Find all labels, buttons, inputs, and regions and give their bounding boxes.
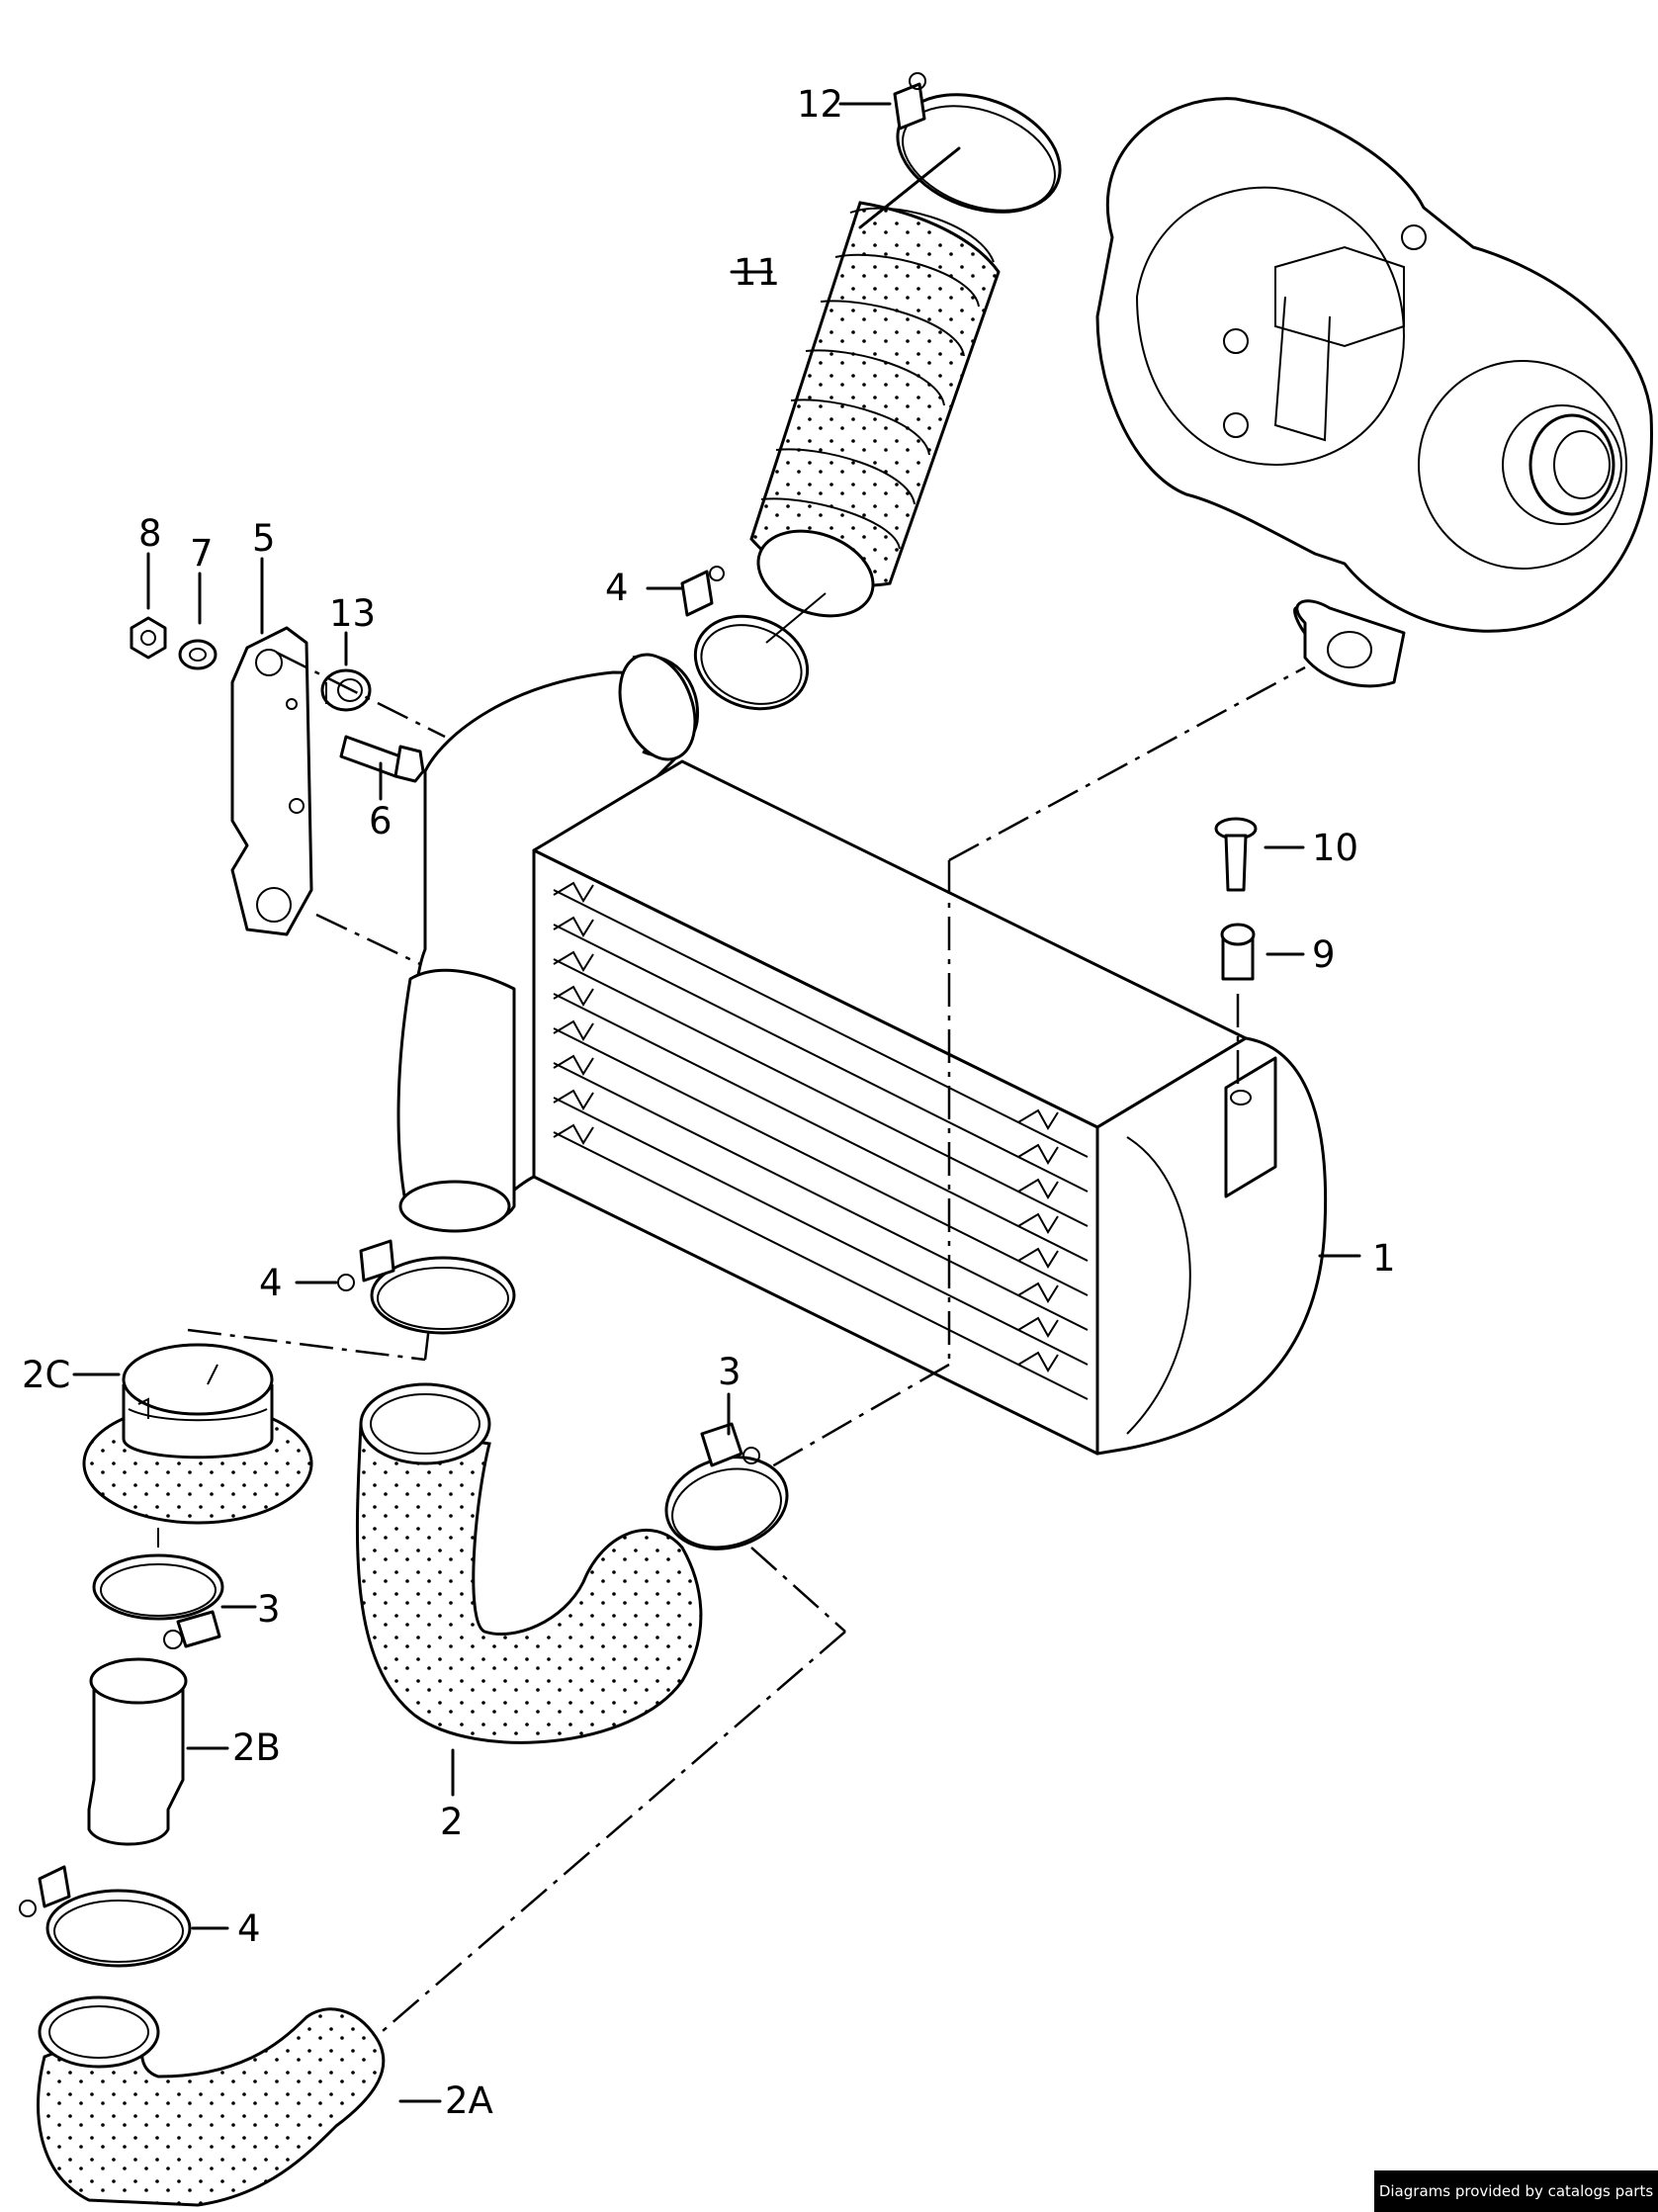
- part-4-clamp-lower: [19, 1865, 229, 1968]
- part-4-clamp-top: [646, 566, 827, 711]
- callout-1: 1: [1372, 1237, 1396, 1280]
- part-12-clamp: [838, 72, 1062, 214]
- assembly-lines: [187, 665, 1306, 2038]
- callout-11: 11: [734, 251, 780, 294]
- leaders-small-parts: [146, 552, 446, 966]
- part-2-hose: [355, 1382, 703, 1797]
- turbocharger: [1095, 97, 1653, 688]
- part-11-flex-hose: [730, 146, 1001, 618]
- part-2b-sleeve: [87, 1657, 229, 1846]
- part-1-intercooler: [396, 653, 1361, 1456]
- callout-13: 13: [329, 592, 376, 635]
- part-10-bolt: [1214, 817, 1305, 892]
- callout-3-left: 3: [257, 1588, 281, 1631]
- callout-7: 7: [190, 532, 214, 575]
- part-6-bolt: [339, 735, 425, 783]
- callout-2a: 2A: [445, 2079, 493, 2122]
- callout-4-top: 4: [605, 567, 629, 609]
- part-2c-resonator: [72, 1343, 313, 1548]
- callout-2c: 2C: [22, 1354, 70, 1396]
- part-3-clamp-left: [92, 1553, 257, 1649]
- part-2a-hose: [37, 1995, 442, 2207]
- part-5-bracket: [230, 626, 313, 936]
- callout-labels: 1 2 2A 2B 2C 3 3 4 4 4 5 6 7 8 9 10 11 1…: [22, 83, 1396, 2122]
- part-13-grommet: [320, 668, 372, 712]
- callout-12: 12: [797, 83, 843, 126]
- callout-4-middle: 4: [259, 1262, 283, 1304]
- callout-4-lower: 4: [237, 1907, 261, 1950]
- callout-5: 5: [252, 517, 276, 560]
- part-9-grommet: [1220, 923, 1305, 1088]
- callout-9: 9: [1312, 933, 1336, 976]
- footer-credit: Diagrams provided by catalogs parts: [1374, 2170, 1658, 2212]
- part-4-clamp-middle: [295, 1239, 516, 1335]
- callout-2b: 2B: [232, 1726, 281, 1769]
- part-7-washer: [178, 639, 218, 670]
- callout-6: 6: [369, 800, 393, 842]
- callout-2: 2: [440, 1801, 464, 1843]
- part-3-clamp-right: [664, 1392, 789, 1550]
- callout-8: 8: [138, 512, 162, 555]
- part-8-nut: [130, 616, 167, 660]
- callout-10: 10: [1312, 827, 1358, 869]
- callout-3-right: 3: [718, 1351, 742, 1393]
